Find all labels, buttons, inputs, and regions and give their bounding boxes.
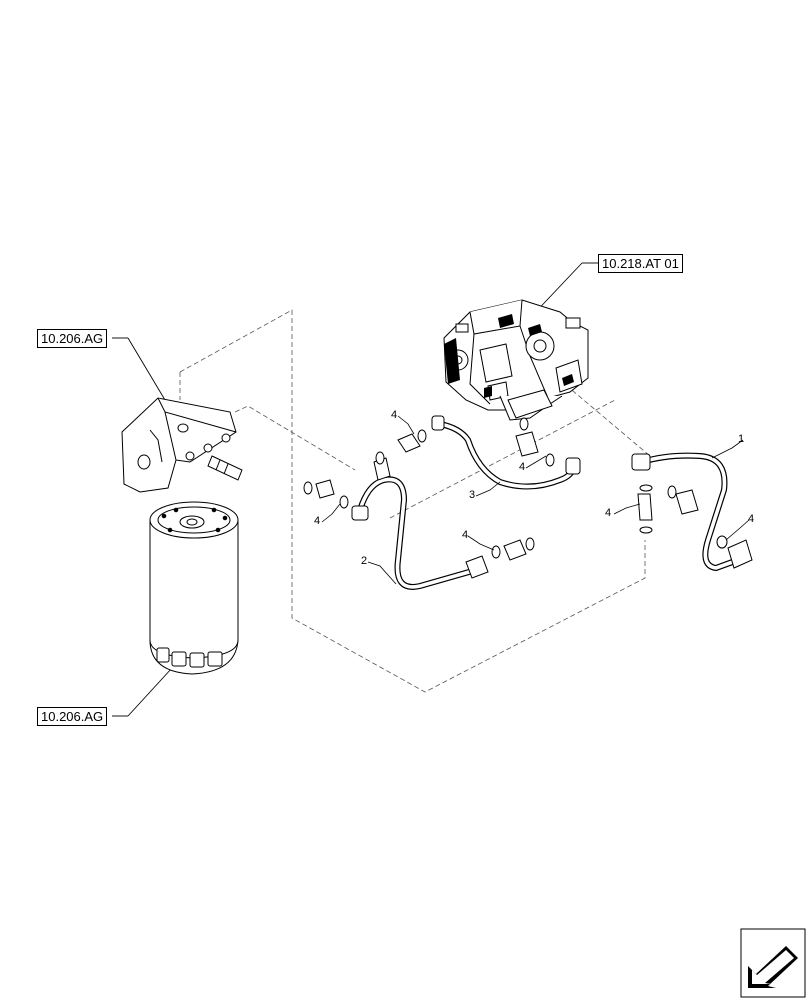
reference-box-bracket[interactable]: 10.206.AG bbox=[37, 329, 108, 348]
callout-washer-upper-left: 4 bbox=[391, 409, 398, 421]
fuel-pipe-3 bbox=[431, 415, 581, 490]
callout-washer-far-right: 4 bbox=[748, 513, 755, 525]
fittings bbox=[315, 431, 699, 561]
callout-washer-pump: 4 bbox=[519, 461, 526, 473]
callout-pipe-1: 1 bbox=[738, 433, 745, 445]
callout-washer-left: 4 bbox=[314, 515, 321, 527]
callout-leaders bbox=[321, 415, 750, 585]
reference-box-pump[interactable]: 10.218.AT 01 bbox=[598, 254, 683, 273]
fuel-pipe-1 bbox=[631, 452, 753, 572]
callout-washer-right: 4 bbox=[605, 507, 612, 519]
assembly-dashed-outline bbox=[179, 309, 651, 693]
reference-box-filter[interactable]: 10.206.AG bbox=[37, 707, 108, 726]
previous-page-arrow-icon[interactable] bbox=[740, 928, 806, 998]
callout-pipe-2: 2 bbox=[361, 555, 368, 567]
fuel-filter bbox=[149, 501, 239, 675]
high-pressure-pump bbox=[443, 299, 589, 421]
callout-pipe-3: 3 bbox=[469, 489, 476, 501]
sealing-washers bbox=[303, 417, 728, 559]
fuel-pipe-2 bbox=[351, 457, 489, 590]
callout-washer-center: 4 bbox=[462, 529, 469, 541]
filter-head-bracket bbox=[121, 397, 243, 493]
